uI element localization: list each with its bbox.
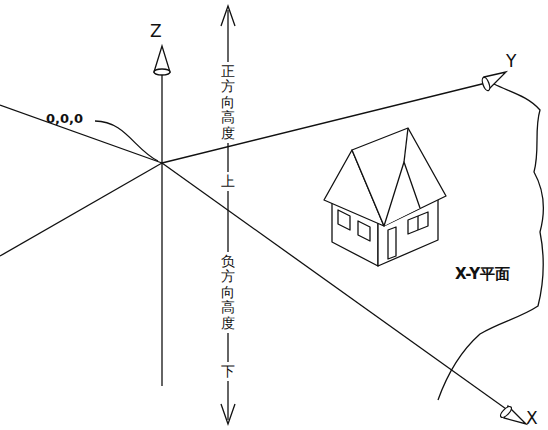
house-gable-ridge <box>404 128 408 162</box>
axis-name: Y <box>506 52 516 71</box>
height-label: 正方向高度 <box>220 62 236 143</box>
z-axis-cone <box>154 46 170 72</box>
plane-name: X-Y平面 <box>455 266 510 283</box>
house-roof <box>352 128 446 226</box>
origin-leader <box>95 121 158 161</box>
y-cone-base <box>481 76 491 91</box>
z-cone-base <box>154 69 170 75</box>
negative-y-extension <box>0 163 162 256</box>
house-window-front <box>408 212 428 234</box>
y-axis <box>162 82 490 163</box>
x-cone-base <box>499 405 513 419</box>
xy-plane-outline <box>438 84 543 400</box>
house-window-side <box>358 221 370 241</box>
direction-mark: 上 <box>220 172 236 191</box>
axis-name: X <box>526 409 538 428</box>
height-arrow-up <box>221 6 235 26</box>
negative-x-extension <box>0 105 162 163</box>
origin-coordinate: 0,0,0 <box>46 112 83 126</box>
height-arrow-down <box>221 404 235 424</box>
house-window-side <box>338 210 350 230</box>
height-label: 负方向高度 <box>220 252 236 333</box>
house-window-bar <box>417 216 418 230</box>
axis-name: Z <box>150 22 162 41</box>
house-front-gable <box>384 162 420 226</box>
direction-mark: 下 <box>220 362 236 381</box>
house-illustration <box>324 128 446 266</box>
z-axis <box>161 60 162 386</box>
house-door <box>388 227 396 259</box>
